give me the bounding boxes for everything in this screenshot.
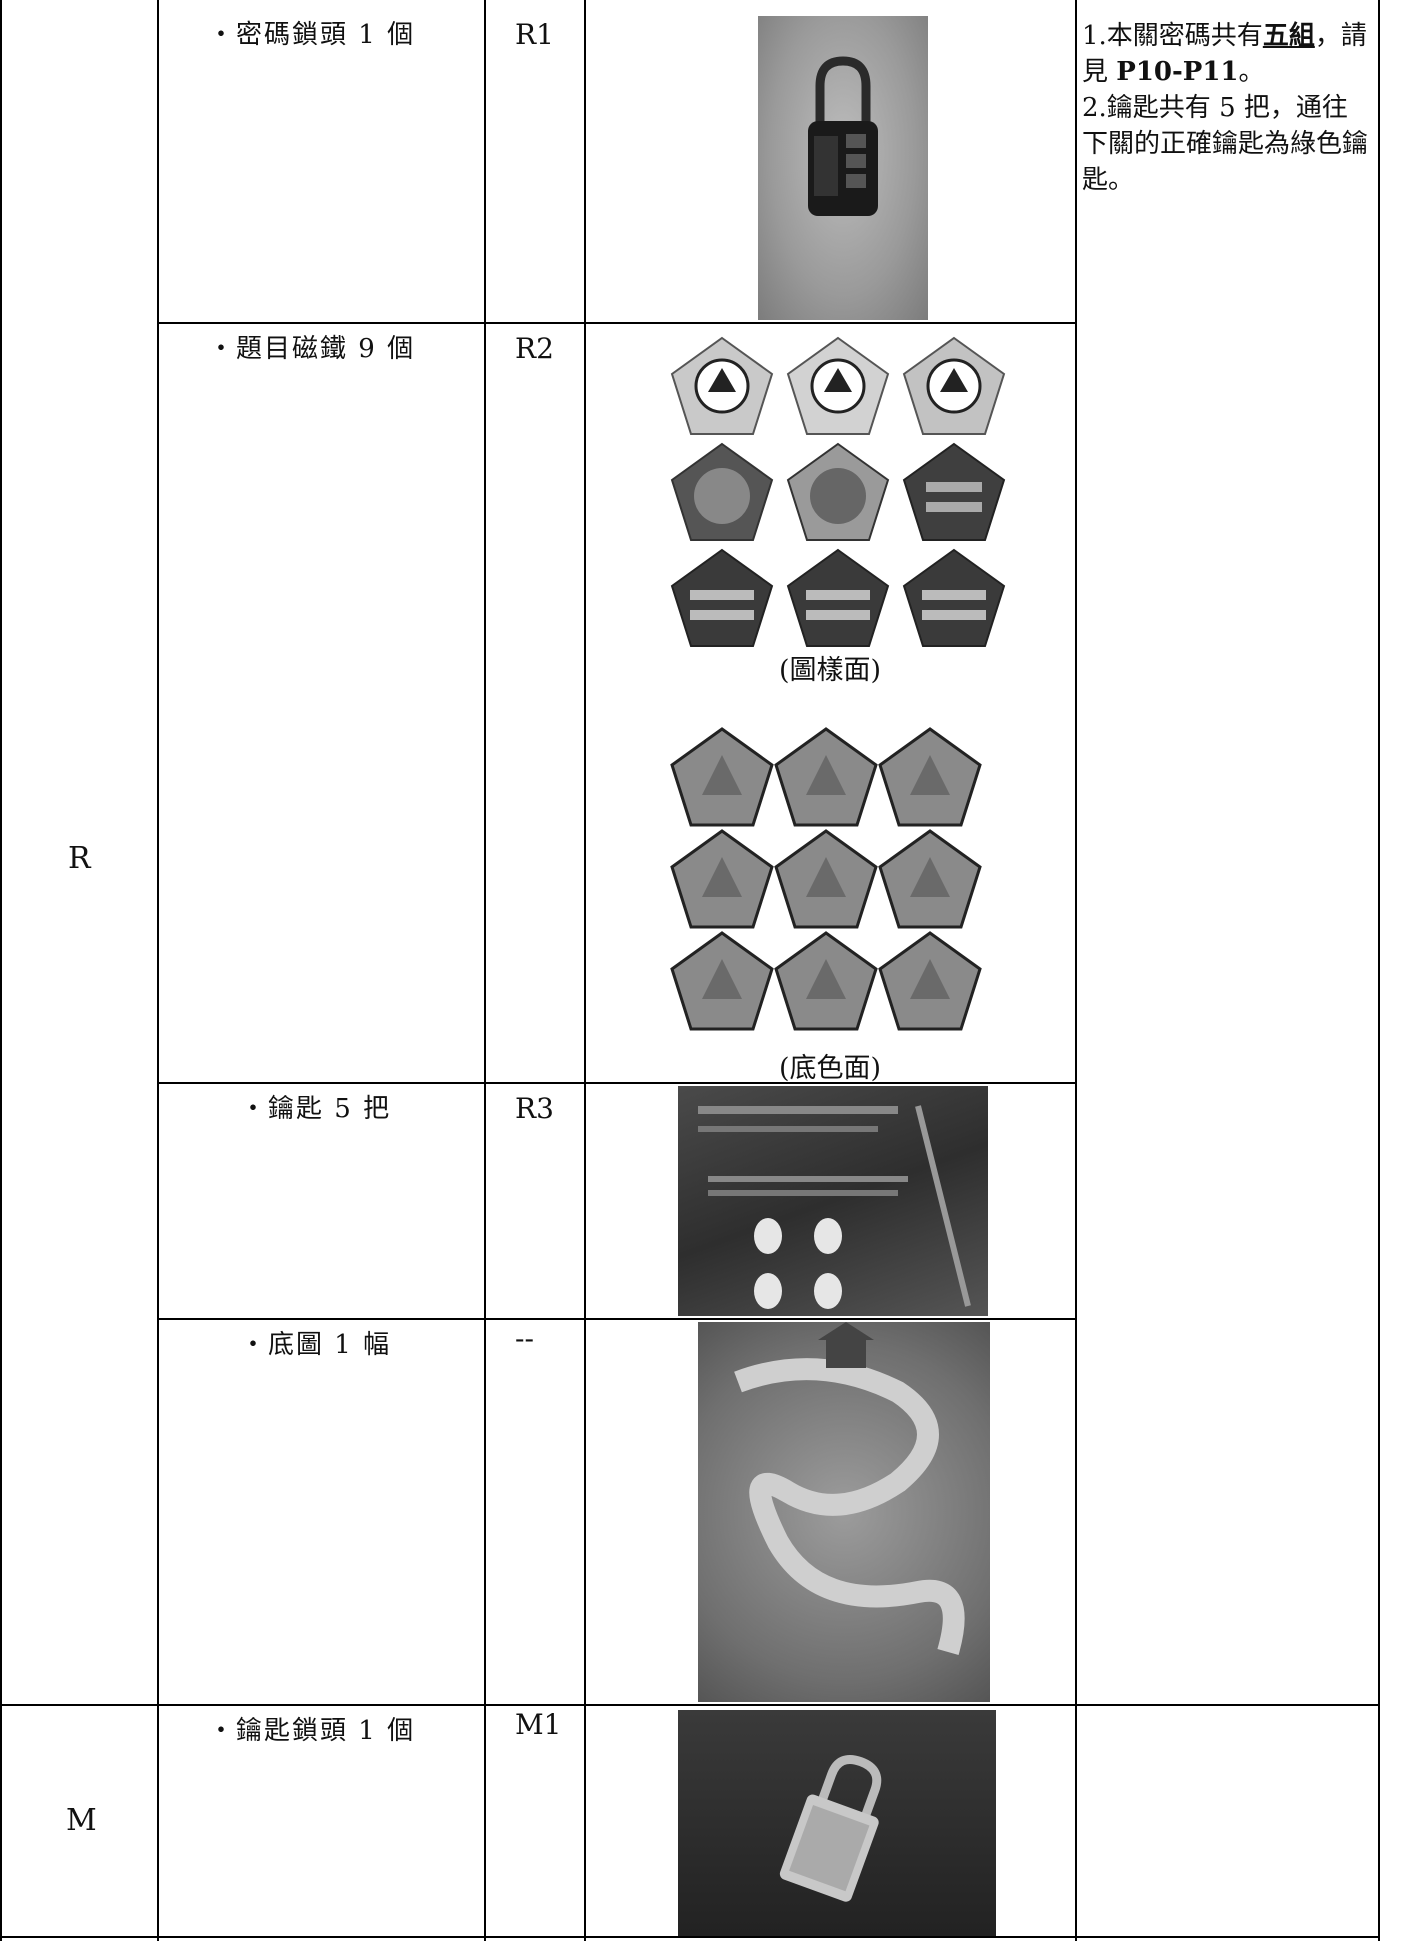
row-divider-r2-r3 [157,1082,1077,1084]
combination-lock-photo [758,16,928,320]
key-lock-photo [678,1710,996,1936]
column-divider-1 [157,0,159,1941]
magnet-base-9 [878,931,982,1031]
note-line1-end: 。 [1238,57,1265,87]
item-combination-lock: ・密碼鎖頭 1 個 [208,20,416,50]
code-r2: R2 [515,332,554,365]
magnet-base-7 [670,931,774,1031]
row-divider-r1-r2 [157,322,1077,324]
keys-icon [698,1105,971,1309]
magnet-base-1 [670,727,774,827]
padlock-icon [779,1755,882,1902]
magnet-pattern-7 [671,549,773,647]
note-line1-mid: ，請見 [1082,21,1367,87]
magnet-pattern-1 [671,337,773,435]
row-divider-r3-base [157,1318,1077,1320]
table-border-left [0,0,2,1941]
item-base-map: ・底圖 1 幅 [240,1330,392,1360]
note-line1-prefix: 1.本關密碼共有 [1082,21,1263,51]
note-line1-emph: 五組 [1262,21,1315,51]
magnet-base-6 [878,829,982,929]
group-label-m: M [66,1803,97,1838]
code-base-map: -- [515,1322,534,1355]
map-icon [734,1322,965,1656]
magnets-pattern-side [671,337,1005,647]
caption-pattern-side: (圖樣面) [778,655,882,686]
item-keys: ・鑰匙 5 把 [240,1094,392,1124]
table-border-bottom [0,1936,1380,1938]
magnet-pattern-6 [903,443,1005,541]
base-map-photo [698,1322,990,1702]
magnet-pattern-9 [903,549,1005,647]
note-line1-ref: P10-P11 [1116,57,1239,87]
magnet-pattern-2 [787,337,889,435]
combination-lock-icon [808,56,878,216]
magnet-base-3 [878,727,982,827]
magnets-base-side [670,727,982,1031]
keys-photo [678,1086,988,1316]
item-key-lock: ・鑰匙鎖頭 1 個 [208,1716,416,1746]
row-divider-r-m [0,1704,1380,1706]
code-m1: M1 [515,1708,562,1741]
magnet-base-4 [670,829,774,929]
column-divider-3 [584,0,586,1941]
item-question-magnets: ・題目磁鐵 9 個 [208,334,416,364]
caption-base-side: (底色面) [778,1053,882,1084]
code-r1: R1 [515,18,554,51]
column-divider-2 [484,0,486,1941]
magnet-pattern-8 [787,549,889,647]
magnet-base-5 [774,829,878,929]
note-line2: 2.鑰匙共有 5 把，通往下關的正確鑰匙為綠色鑰匙。 [1082,93,1369,195]
magnet-pattern-5 [787,443,889,541]
magnet-pattern-3 [903,337,1005,435]
magnet-base-8 [774,931,878,1031]
column-divider-4 [1075,0,1077,1941]
group-label-r: R [68,841,91,876]
magnet-base-2 [774,727,878,827]
table-border-right [1378,0,1380,1941]
note-text: 1.本關密碼共有五組，請見 P10-P11。 2.鑰匙共有 5 把，通往下關的正… [1082,18,1372,198]
code-r3: R3 [515,1092,554,1125]
magnet-pattern-4 [671,443,773,541]
